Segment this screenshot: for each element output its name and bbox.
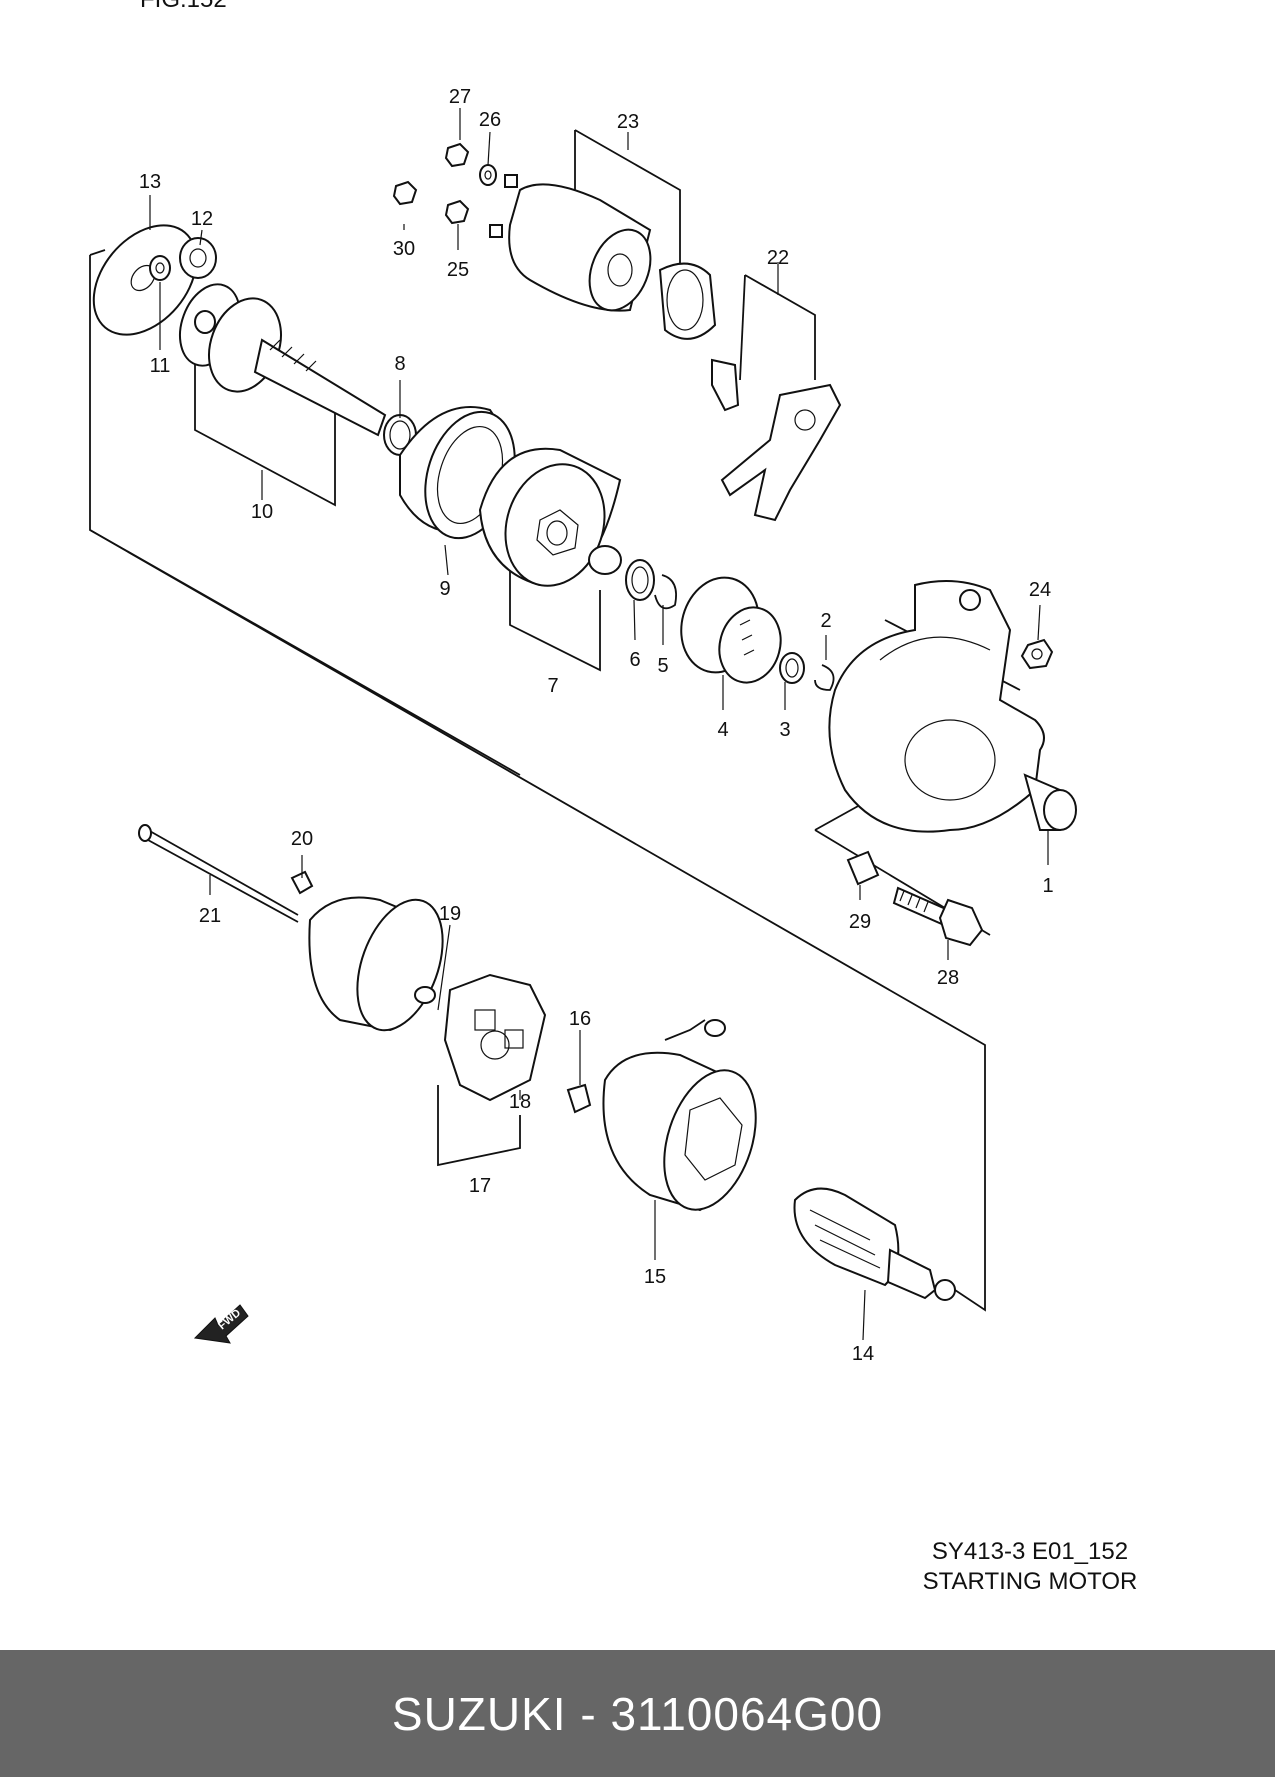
part-22-shift-lever <box>711 358 842 522</box>
part-2-snap-ring <box>814 664 835 691</box>
callout-21: 21 <box>199 905 221 927</box>
callout-29: 29 <box>849 911 871 933</box>
plunger <box>658 262 717 340</box>
part-26-washer <box>479 164 497 186</box>
part-27-nut <box>444 142 470 168</box>
exploded-parts-diagram: FWD 1 2 3 4 5 6 <box>89 86 1077 1365</box>
callout-5: 5 <box>657 655 668 677</box>
footer-bar: SUZUKI - 3110064G00 <box>0 1650 1275 1777</box>
part-7-planetary-carrier <box>478 447 622 587</box>
callout-11: 11 <box>150 355 171 377</box>
part-13-shim-disc <box>92 224 198 336</box>
callout-28: 28 <box>937 967 959 989</box>
part-16-grommet <box>566 1083 592 1114</box>
callout-10: 10 <box>251 501 273 523</box>
bushing <box>588 545 622 575</box>
callout-7: 7 <box>547 675 558 697</box>
callout-27: 27 <box>449 86 471 108</box>
part-20-screw <box>290 870 314 895</box>
part-1-front-housing <box>828 580 1077 833</box>
callout-13: 13 <box>139 171 161 193</box>
part-12-bearing <box>179 237 217 279</box>
callout-12: 12 <box>191 208 213 230</box>
callout-23: 23 <box>617 111 639 133</box>
callout-17: 17 <box>469 1175 491 1197</box>
callout-18: 18 <box>509 1091 531 1113</box>
part-14-armature <box>793 1187 956 1301</box>
part-30-nut <box>392 180 418 206</box>
callout-15: 15 <box>644 1266 666 1288</box>
part-4-overrunning-clutch <box>680 576 782 684</box>
callout-24: 24 <box>1029 579 1051 601</box>
callout-3: 3 <box>779 719 790 741</box>
callout-9: 9 <box>439 578 450 600</box>
part-25-nut <box>444 199 470 225</box>
leader-lines <box>149 108 1049 1341</box>
diagram-title: STARTING MOTOR <box>922 1568 1138 1595</box>
part-23-solenoid-switch <box>489 174 652 312</box>
part-number-label: SUZUKI - 3110064G00 <box>391 1687 884 1740</box>
callout-8: 8 <box>394 353 405 375</box>
callout-14: 14 <box>852 1343 874 1365</box>
callout-26: 26 <box>479 109 501 131</box>
part-6-washer <box>625 559 655 601</box>
callout-20: 20 <box>291 828 313 850</box>
fwd-arrow-icon: FWD <box>193 1304 249 1344</box>
callout-25: 25 <box>447 259 469 281</box>
figure-header-fragment: FIG.152 <box>140 0 227 14</box>
part-11-washer <box>149 255 171 281</box>
callout-labels: 1 2 3 4 5 6 7 8 9 10 11 12 13 14 15 16 1… <box>139 86 1054 1365</box>
part-15-yoke <box>602 1019 757 1212</box>
callout-1: 1 <box>1042 875 1053 897</box>
part-10-pinion-shaft <box>179 283 387 437</box>
part-21-through-bolt <box>138 824 299 923</box>
callout-2: 2 <box>820 610 831 632</box>
part-29-dowel-pin <box>846 850 880 886</box>
callout-4: 4 <box>717 719 728 741</box>
part-24-nut <box>1020 638 1054 670</box>
part-5-snap-ring <box>654 574 677 610</box>
callout-19: 19 <box>439 903 461 925</box>
part-18-brush-holder <box>443 973 547 1102</box>
diagram-code: SY413-3 E01_152 <box>931 1538 1129 1565</box>
callout-30: 30 <box>393 238 415 260</box>
callout-16: 16 <box>569 1008 591 1030</box>
callout-6: 6 <box>629 649 640 671</box>
callout-22: 22 <box>767 247 789 269</box>
part-19-rear-end-cover <box>308 896 444 1032</box>
part-3-stop-ring <box>779 652 805 684</box>
part-28-bolt <box>892 886 984 947</box>
